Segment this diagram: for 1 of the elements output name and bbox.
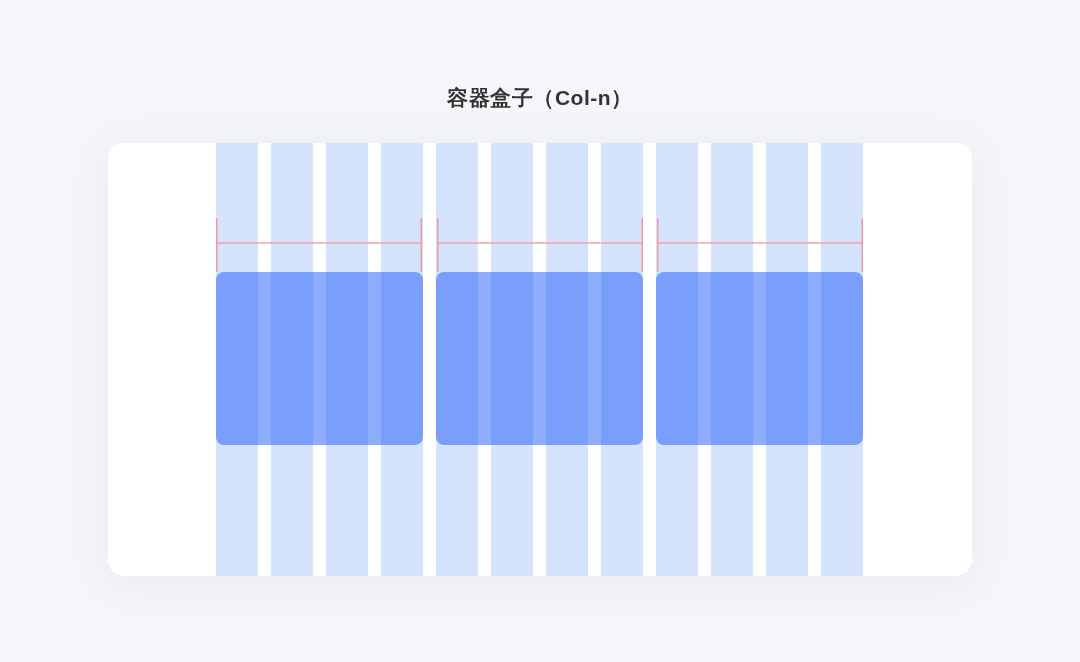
diagram-title: 容器盒子（Col-n） [447,85,633,111]
